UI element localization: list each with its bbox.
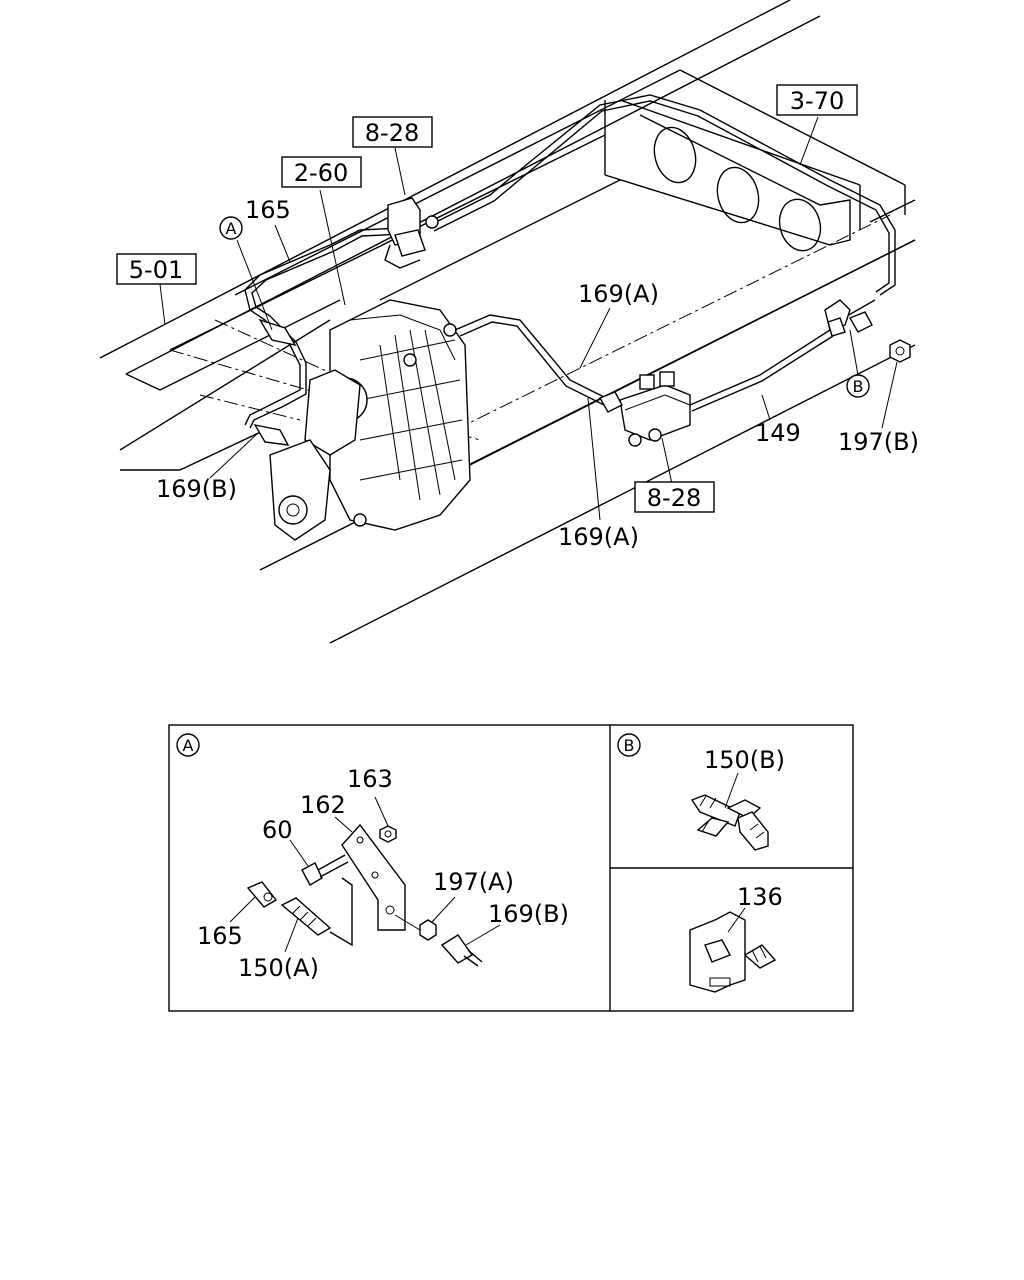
ref-box-3-70: 3-70 [776, 84, 858, 116]
detail-frame [168, 724, 854, 1012]
label-169a-top: 169(A) [578, 280, 659, 308]
label-169b-detail: 169(B) [488, 900, 569, 928]
fitting-169b [440, 934, 483, 967]
callout-letter: A [226, 219, 237, 238]
fitting-150a [280, 897, 332, 936]
main-view: 5-01 2-60 8-28 3-70 8-28 165 169(A) 169(… [99, 0, 919, 644]
leader-lines [159, 116, 898, 521]
pipes [244, 94, 896, 429]
ref-box-8-28-bottom: 8-28 [634, 481, 715, 513]
nut-163 [379, 825, 397, 843]
clamp-136 [689, 911, 777, 993]
nut-197a [419, 919, 437, 941]
cross-member [639, 114, 851, 252]
label-169b: 169(B) [156, 475, 237, 503]
label-197a: 197(A) [433, 868, 514, 896]
detail-b-circle: B [617, 733, 641, 757]
callout-letter: B [624, 736, 635, 755]
callout-letter: B [853, 377, 864, 396]
detail-a-circle: A [176, 733, 200, 757]
label-165: 165 [245, 196, 291, 224]
tee-fitting-b [824, 299, 873, 337]
transfer-case [269, 299, 471, 541]
label-197b: 197(B) [838, 428, 919, 456]
label-150a: 150(A) [238, 954, 319, 982]
upper-bracket-fittings [384, 197, 439, 269]
label-149: 149 [755, 419, 801, 447]
bolt-60 [301, 854, 349, 886]
fitting-165 [246, 881, 278, 908]
ref-box-label: 5-01 [129, 256, 183, 284]
ref-box-5-01: 5-01 [116, 253, 197, 285]
label-165-detail: 165 [197, 922, 243, 950]
ref-box-label: 8-28 [365, 119, 419, 147]
label-163: 163 [347, 765, 393, 793]
cross-fitting-150b [690, 794, 769, 851]
label-169a-bottom: 169(A) [558, 523, 639, 551]
ref-box-label: 3-70 [790, 87, 844, 115]
detail-a: A [176, 733, 569, 982]
nut-197b [889, 339, 911, 363]
ref-box-2-60: 2-60 [281, 156, 362, 188]
label-60: 60 [262, 816, 293, 844]
valve-assembly [598, 371, 691, 447]
detail-b: B 150(B) 136 [617, 733, 785, 993]
ref-box-8-28-top: 8-28 [352, 116, 433, 148]
callout-circle-b: B [846, 374, 870, 398]
callout-letter: A [183, 736, 194, 755]
ref-box-label: 8-28 [647, 484, 701, 512]
left-fittings [253, 318, 297, 446]
ref-box-label: 2-60 [294, 159, 348, 187]
label-136: 136 [737, 883, 783, 911]
label-150b: 150(B) [704, 746, 785, 774]
label-162: 162 [300, 791, 346, 819]
callout-circle-a: A [219, 216, 243, 240]
